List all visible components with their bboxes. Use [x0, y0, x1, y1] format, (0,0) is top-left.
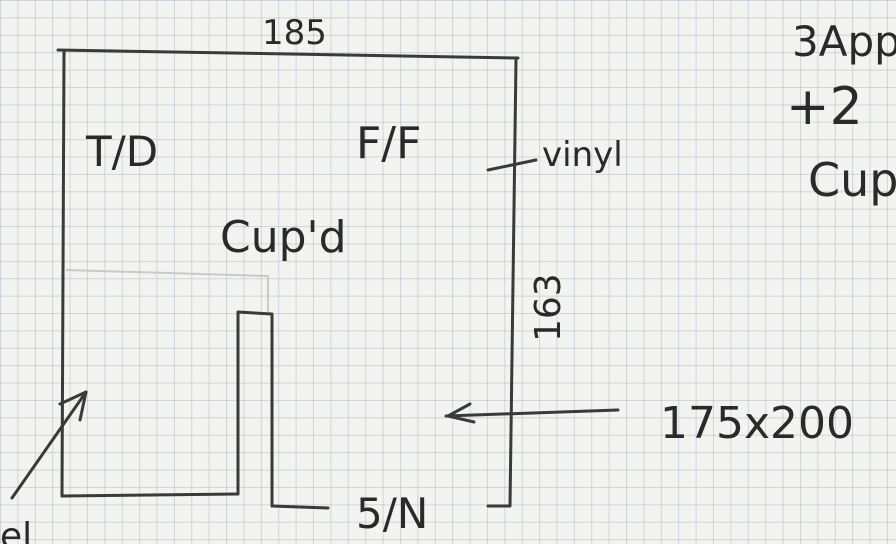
room-right-wall: [486, 58, 518, 508]
corner-arrow-head: [58, 390, 88, 422]
label-door: 5/N: [356, 489, 428, 538]
label-corner: el: [0, 516, 32, 544]
vinyl-leader-line: [486, 158, 538, 172]
label-left: T/D: [85, 127, 158, 176]
label-center: Cup'd: [220, 212, 347, 263]
room-bottom-left-wall: [60, 492, 240, 498]
dimension-side: 163: [528, 273, 569, 342]
label-size: 175x200: [660, 398, 854, 449]
dimension-top: 185: [262, 13, 327, 53]
note-line1: 3Appl: [792, 17, 896, 66]
room-top-wall: [56, 48, 520, 60]
corner-arrow: [10, 390, 88, 500]
label-right: F/F: [356, 118, 421, 169]
label-vinyl: vinyl: [542, 135, 623, 175]
alcove-bottom-wall: [270, 504, 330, 510]
cupboard-boundary: [65, 269, 269, 312]
size-arrow-head: [446, 402, 476, 424]
room-left-wall: [60, 50, 66, 498]
size-arrow: [444, 408, 620, 418]
alcove-left-wall: [236, 310, 274, 508]
note-line3: Cup: [808, 153, 896, 207]
note-line2: +2: [786, 77, 863, 137]
